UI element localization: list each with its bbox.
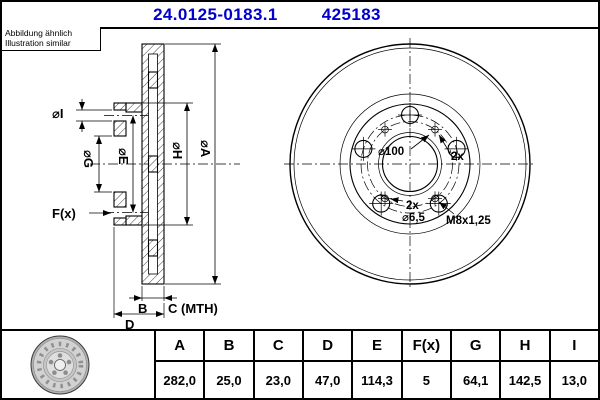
value-h: 142,5: [499, 362, 548, 398]
label-dia-i: ⌀I: [52, 106, 63, 121]
label-dia-e: ⌀E: [116, 148, 131, 165]
value-i: 13,0: [548, 362, 598, 398]
value-f: 5: [400, 362, 450, 398]
technical-drawing: ⌀A ⌀H ⌀E ⌀G ⌀I: [2, 27, 598, 336]
label-dia-a: ⌀A: [198, 140, 213, 158]
label-pcd-100: ⌀100: [378, 146, 404, 158]
bolt-holes: [351, 103, 469, 216]
illustration-note: Abbildung ähnlich Illustration similar: [2, 27, 101, 51]
auxiliary-holes: [378, 122, 442, 206]
col-header-i: I: [548, 331, 598, 362]
cross-section-view: ⌀A ⌀H ⌀E ⌀G ⌀I: [52, 43, 240, 332]
col-header-f: F(x): [400, 331, 450, 362]
col-header-c: C: [252, 331, 302, 362]
label-dia-65: ⌀6,5: [402, 212, 426, 224]
label-dia-h: ⌀H: [170, 142, 185, 159]
label-b: B: [138, 301, 147, 316]
title-bar: 24.0125-0183.1 425183: [2, 2, 598, 29]
value-g: 64,1: [449, 362, 499, 398]
note-line-de: Abbildung ähnlich: [5, 28, 73, 38]
label-count-bottom: 2x: [406, 200, 419, 212]
value-b: 25,0: [203, 362, 252, 398]
col-header-b: B: [203, 331, 253, 362]
value-c: 23,0: [252, 362, 302, 398]
col-header-a: A: [154, 331, 204, 362]
col-header-g: G: [449, 331, 500, 362]
drawing-svg: ⌀A ⌀H ⌀E ⌀G ⌀I: [52, 38, 536, 332]
label-c: C (MTH): [168, 301, 218, 316]
hat-section: [113, 102, 143, 226]
disc-thumbnail: [2, 331, 154, 398]
label-thread-m8: M8x1,25: [446, 215, 491, 227]
label-f: F(x): [52, 206, 76, 221]
centre-bore-circle: [381, 135, 439, 193]
value-a: 282,0: [154, 362, 203, 398]
value-d: 47,0: [301, 362, 351, 398]
outer-diameter-circle: [289, 43, 531, 285]
disc-thumbnail-svg: [30, 335, 90, 395]
reference-number: 425183: [321, 4, 381, 24]
label-dia-g: ⌀G: [81, 150, 96, 168]
dimension-table: A B C D E F(x) G H I 282,0 25,0 23,0 47,…: [2, 329, 598, 398]
note-line-en: Illustration similar: [5, 37, 71, 48]
part-number: 24.0125-0183.1: [153, 4, 278, 24]
front-view: ⌀100 2x 2x ⌀6,5 M8x1,25: [284, 38, 536, 290]
value-e: 114,3: [351, 362, 400, 398]
col-header-d: D: [301, 331, 352, 362]
col-header-e: E: [351, 331, 401, 362]
col-header-h: H: [499, 331, 549, 362]
label-d: D: [125, 317, 134, 331]
label-count-right: 2x: [451, 151, 464, 163]
